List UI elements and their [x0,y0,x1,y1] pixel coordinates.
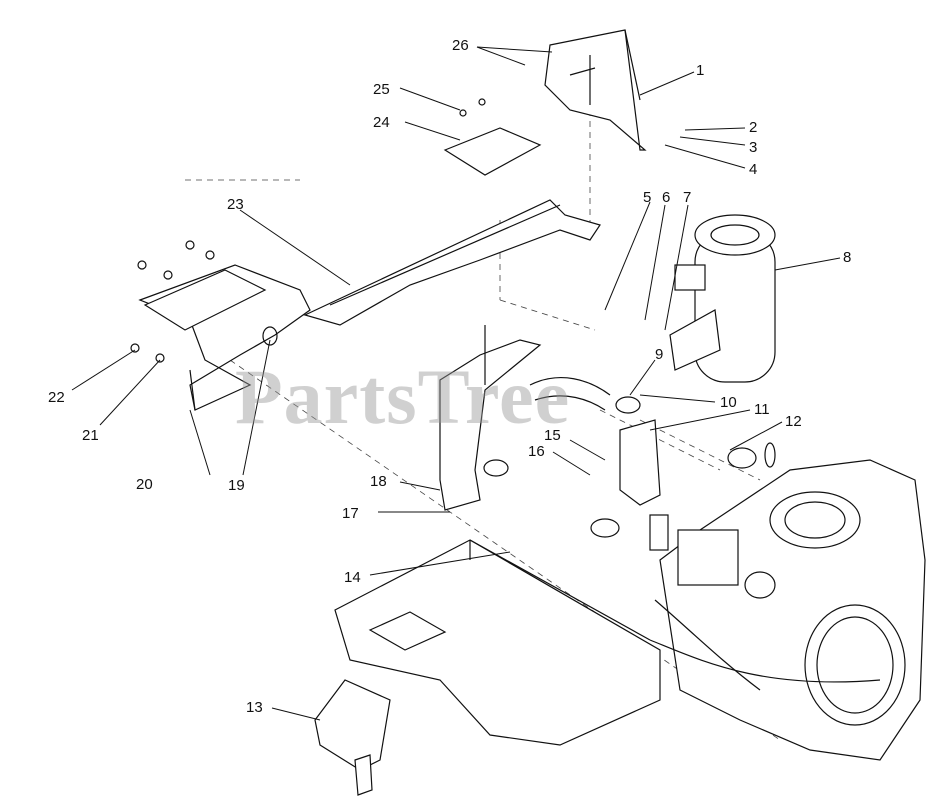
callout-22: 22 [48,389,65,406]
watermark: PartsTree [235,353,571,440]
leader-lines [71,46,841,721]
callout-19: 19 [228,477,245,494]
callout-17: 17 [342,505,359,522]
part-18-exhaust [439,325,641,511]
callout-15: 15 [544,427,561,444]
callout-4: 4 [749,161,758,178]
gaskets [590,442,776,538]
callout-26: 26 [452,37,469,54]
callout-14: 14 [344,569,361,586]
callout-6: 6 [662,189,671,206]
callout-25: 25 [373,81,390,98]
part-8-air-cleaner [669,214,776,383]
callout-13: 13 [246,699,263,716]
callout-12: 12 [785,413,802,430]
part-1-bracket [544,29,647,151]
base-frame [334,539,661,746]
callout-20: 20 [136,476,153,493]
part-11-bracket [619,419,661,506]
callout-21: 21 [82,427,99,444]
assembly-guide-lines [185,110,781,741]
callout-11: 11 [754,401,770,418]
part-20-shield [138,264,311,411]
callout-5: 5 [643,189,652,206]
part-23-bar [303,199,601,326]
callout-23: 23 [227,196,244,213]
callout-18: 18 [370,473,387,490]
part-24-plate [443,98,542,176]
part-13-bracket [314,679,391,796]
fasteners-left [130,240,215,363]
callout-24: 24 [373,114,390,131]
callout-7: 7 [683,189,692,206]
callout-10: 10 [720,394,737,411]
callout-2: 2 [749,119,758,136]
callout-16: 16 [528,443,545,460]
callout-8: 8 [843,249,852,266]
callout-1: 1 [696,62,705,79]
engine-assembly [649,459,926,761]
callout-9: 9 [655,346,664,363]
callout-3: 3 [749,139,758,156]
